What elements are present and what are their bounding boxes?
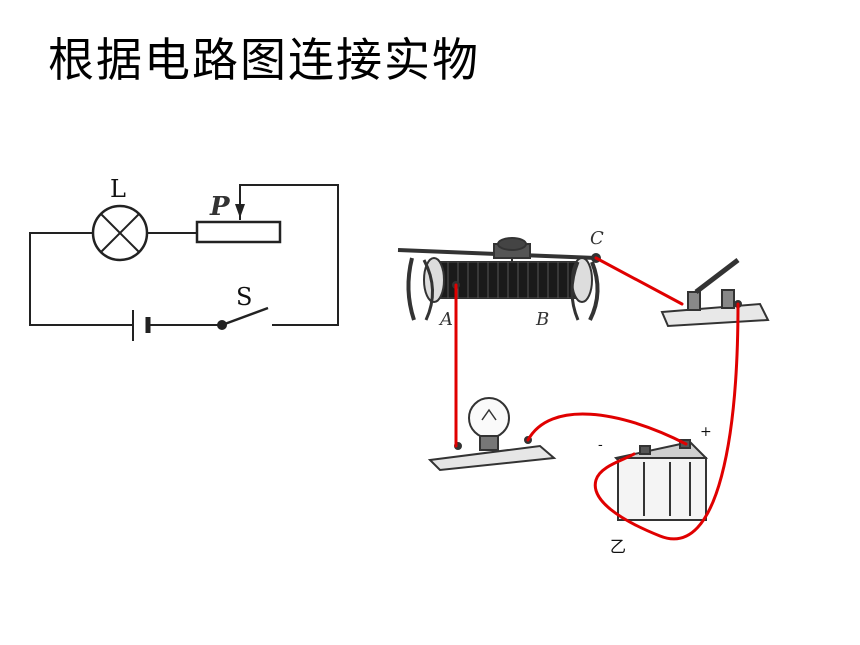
lamp-symbol — [91, 204, 149, 262]
lamp-apparatus — [427, 397, 557, 472]
schematic-wire-right — [239, 184, 339, 326]
terminal-a-label: A — [438, 309, 453, 330]
switch-label: S — [236, 283, 252, 311]
slider-label: P — [209, 192, 231, 222]
battery-apparatus — [613, 439, 709, 521]
page-title: 根据电路图连接实物 — [48, 33, 480, 87]
schematic-wire-left — [29, 232, 133, 326]
circuit-schematic — [29, 184, 339, 341]
knife-switch-apparatus — [660, 258, 770, 328]
battery-plus-label: + — [700, 424, 712, 440]
battery-symbol — [132, 310, 151, 341]
slider-arrow-head — [235, 204, 245, 218]
rheostat-apparatus — [397, 237, 601, 321]
rheostat-symbol — [195, 220, 282, 244]
wire-lamp-to-battery-plus — [526, 412, 688, 446]
wire-switch-to-battery-minus — [593, 302, 740, 541]
battery-label: 乙 — [610, 537, 626, 556]
battery-minus-label: - — [598, 437, 603, 453]
connecting-wires — [454, 256, 740, 541]
terminal-b-label: B — [535, 309, 549, 330]
switch-symbol — [217, 306, 269, 330]
lamp-label: L — [110, 175, 126, 203]
terminal-c-label: C — [590, 228, 604, 249]
wire-c-to-switch — [594, 256, 684, 306]
